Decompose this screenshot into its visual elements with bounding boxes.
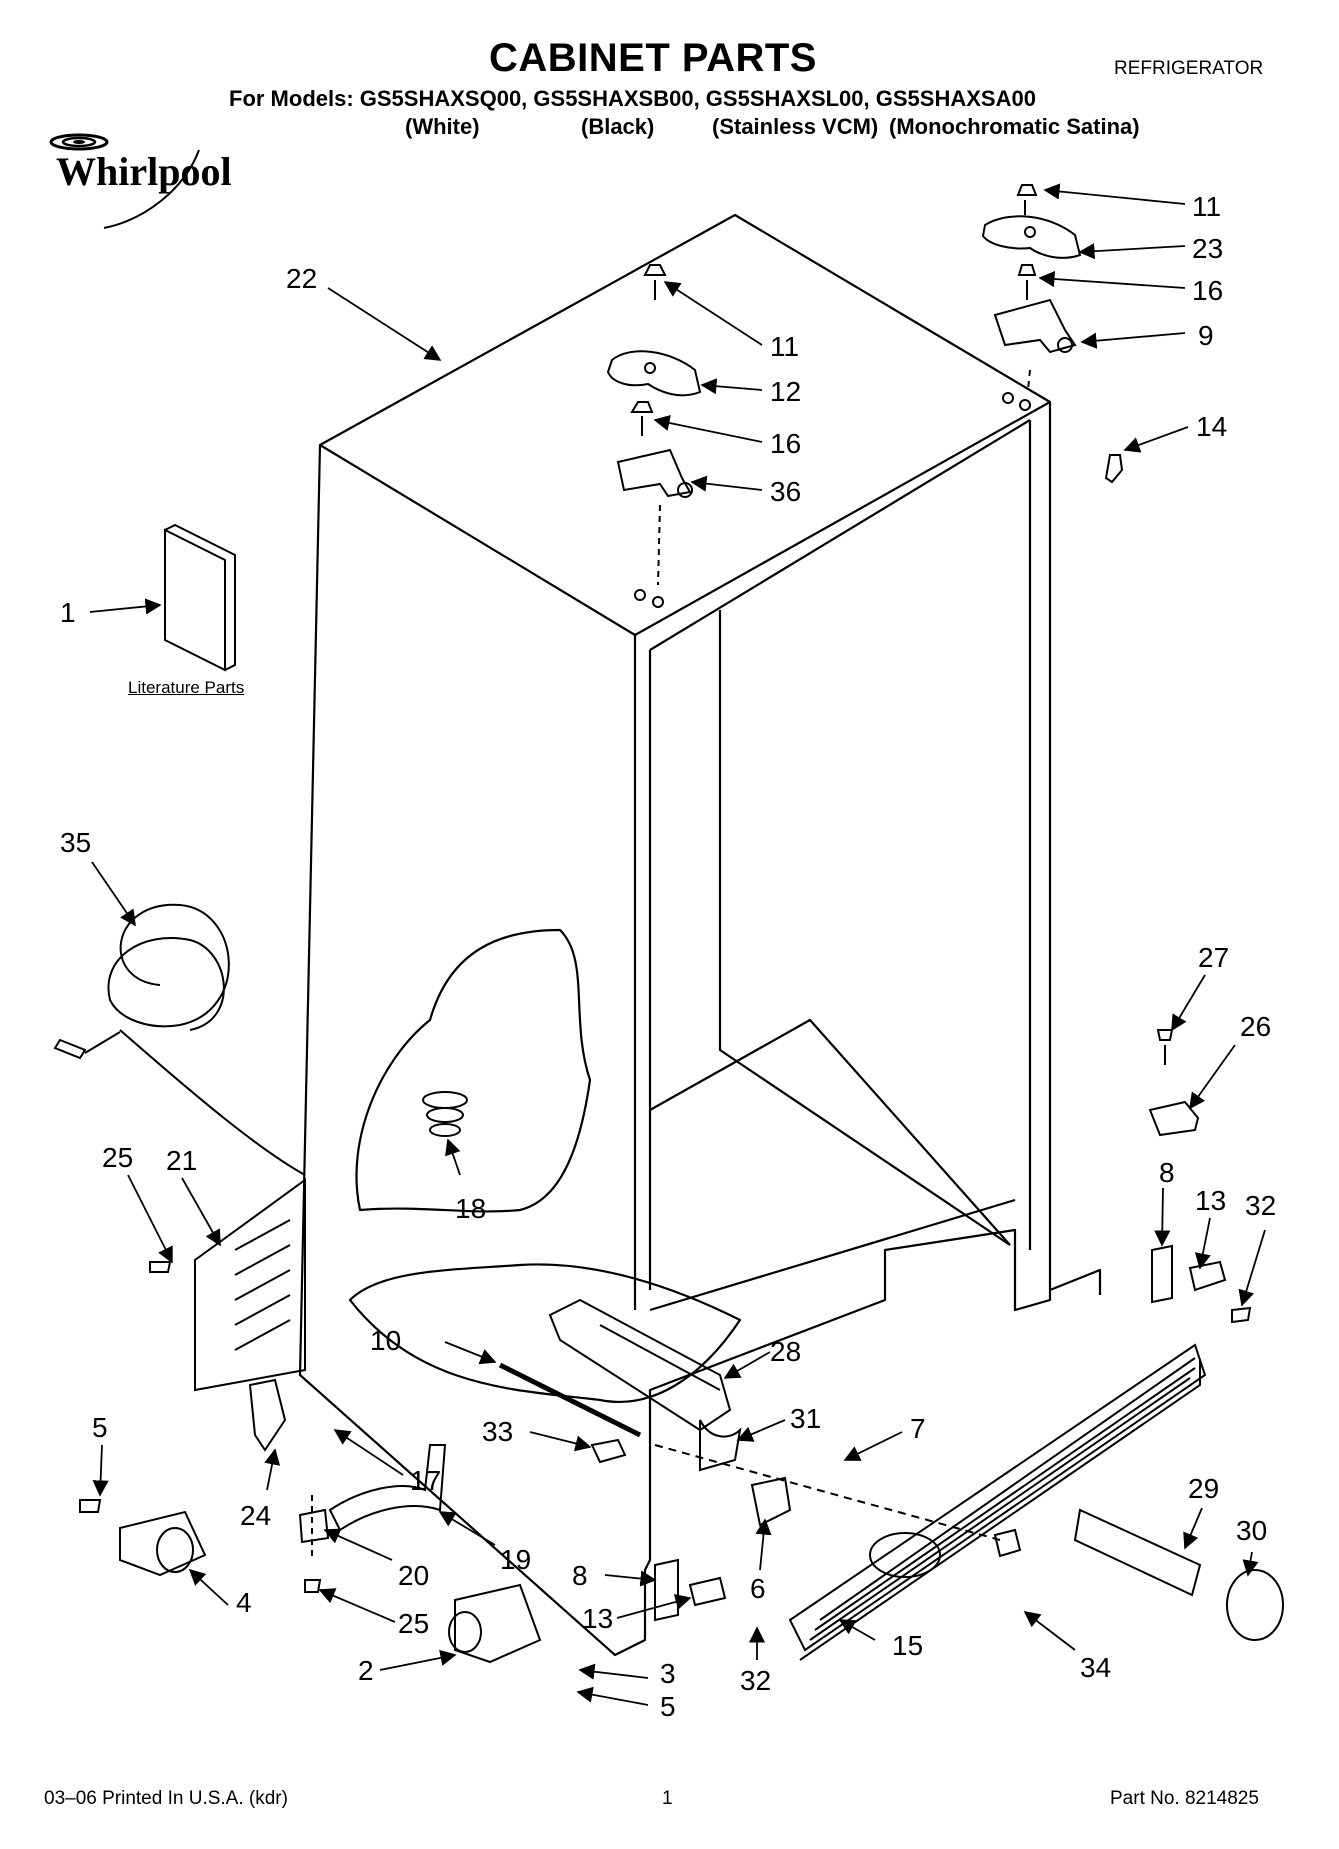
filter-cap (1226, 1569, 1284, 1641)
callout-35: 35 (60, 827, 91, 858)
callout-4: 4 (236, 1587, 252, 1618)
callout-22: 22 (286, 263, 317, 294)
callout-2: 2 (358, 1655, 374, 1686)
callout-11-top-right: 11 (1192, 191, 1221, 222)
part-6-bracket (750, 1476, 792, 1527)
callout-8-left: 8 (572, 1560, 588, 1591)
callout-15: 15 (892, 1630, 923, 1661)
cabinet-toe-kick (649, 1198, 1016, 1312)
callout-8-right: 8 (1159, 1157, 1175, 1188)
callout-25-bottom: 25 (398, 1608, 429, 1639)
callout-29: 29 (1188, 1473, 1219, 1504)
callout-20: 20 (398, 1560, 429, 1591)
callout-27: 27 (1198, 942, 1229, 973)
page-number: 1 (662, 1788, 673, 1809)
callout-5-bottom: 5 (660, 1691, 676, 1722)
callout-28: 28 (770, 1336, 801, 1367)
brand-name: Whirlpool (56, 149, 232, 194)
water-filter-housing (548, 1298, 732, 1432)
callout-19: 19 (500, 1544, 531, 1575)
callout-5-left: 5 (92, 1412, 108, 1443)
part-19-drain-hose (328, 1444, 447, 1532)
callout-13-left: 13 (582, 1603, 613, 1634)
color-white: (White) (405, 114, 480, 139)
cabinet-rear-right (1049, 1268, 1102, 1295)
part-8-right-plate (1151, 1244, 1173, 1304)
part-4-roller (119, 1510, 207, 1577)
hinge-plate-left (616, 448, 692, 498)
callout-32-bottom: 32 (740, 1665, 771, 1696)
callout-11-left: 11 (770, 331, 799, 362)
cabinet-top-front-edge (319, 401, 1051, 637)
callout-16-right: 16 (1192, 275, 1223, 306)
whirlpool-swirl-icon (49, 133, 200, 229)
callout-3: 3 (660, 1658, 676, 1689)
cabinet-inner-frame (648, 419, 1032, 1290)
drain-fitting (422, 1091, 468, 1109)
callout-14: 14 (1196, 411, 1227, 442)
part-26-bracket (1148, 1100, 1200, 1137)
callout-7: 7 (910, 1413, 926, 1444)
callout-9: 9 (1198, 320, 1214, 351)
part-number: Part No. 8214825 (1110, 1788, 1259, 1809)
part-2-roller (454, 1583, 542, 1664)
page-title: CABINET PARTS (489, 36, 817, 80)
part-14-clip (1104, 454, 1124, 484)
print-info: 03–06 Printed In U.S.A. (kdr) (44, 1788, 288, 1809)
part-13-right-hinge (1188, 1260, 1227, 1292)
cabinet-shell (298, 213, 1052, 1657)
toe-grille (788, 1343, 1207, 1652)
cabinet-cutaway-left (355, 928, 592, 1213)
part-8-left-plate (654, 1558, 679, 1622)
hinge-cover-right (981, 215, 1082, 259)
water-filter-cartridge (1073, 1508, 1202, 1597)
models-line: For Models: GS5SHAXSQ00, GS5SHAXSB00, GS… (229, 86, 1036, 111)
callout-34: 34 (1080, 1652, 1111, 1683)
cabinet-inner-shelf (649, 1018, 1011, 1246)
water-tube-10 (498, 1362, 642, 1438)
callout-36: 36 (770, 476, 801, 507)
callout-18: 18 (455, 1193, 486, 1224)
hinge-plate-right (993, 298, 1077, 354)
literature-parts-label: Literature Parts (128, 678, 245, 697)
brand-logo: Whirlpool (24, 120, 274, 240)
part-20-clamp (298, 1508, 330, 1544)
callout-31: 31 (790, 1403, 821, 1434)
water-line-coil (107, 903, 230, 1031)
callout-13-right: 13 (1195, 1185, 1226, 1216)
part-34-plug (993, 1528, 1022, 1558)
callout-1: 1 (60, 597, 76, 628)
hinge-cover-left (606, 350, 702, 397)
part-33-plug (590, 1438, 627, 1464)
callout-21: 21 (166, 1145, 197, 1176)
cabinet-cutaway-bottom (348, 1263, 742, 1403)
color-satina: (Monochromatic Satina) (889, 114, 1140, 139)
callout-6: 6 (750, 1573, 766, 1604)
callout-23: 23 (1192, 233, 1223, 264)
callout-24: 24 (240, 1500, 271, 1531)
callout-16-left: 16 (770, 428, 801, 459)
literature-book (164, 528, 226, 672)
color-black: (Black) (581, 114, 655, 139)
callout-26: 26 (1240, 1011, 1271, 1042)
callout-30: 30 (1236, 1515, 1267, 1546)
cabinet-inner-rear (718, 610, 1011, 1246)
callout-32-right: 32 (1245, 1190, 1276, 1221)
callout-25-top: 25 (102, 1142, 133, 1173)
callout-12: 12 (770, 376, 801, 407)
color-stainless: (Stainless VCM) (712, 114, 879, 139)
callout-17: 17 (410, 1465, 441, 1496)
rear-grille (194, 1178, 306, 1392)
part-13-left-hinge (688, 1576, 727, 1607)
callout-33: 33 (482, 1416, 513, 1447)
category-label: REFRIGERATOR (1114, 58, 1264, 79)
part-24-clip (248, 1378, 287, 1452)
callout-10: 10 (370, 1325, 401, 1356)
